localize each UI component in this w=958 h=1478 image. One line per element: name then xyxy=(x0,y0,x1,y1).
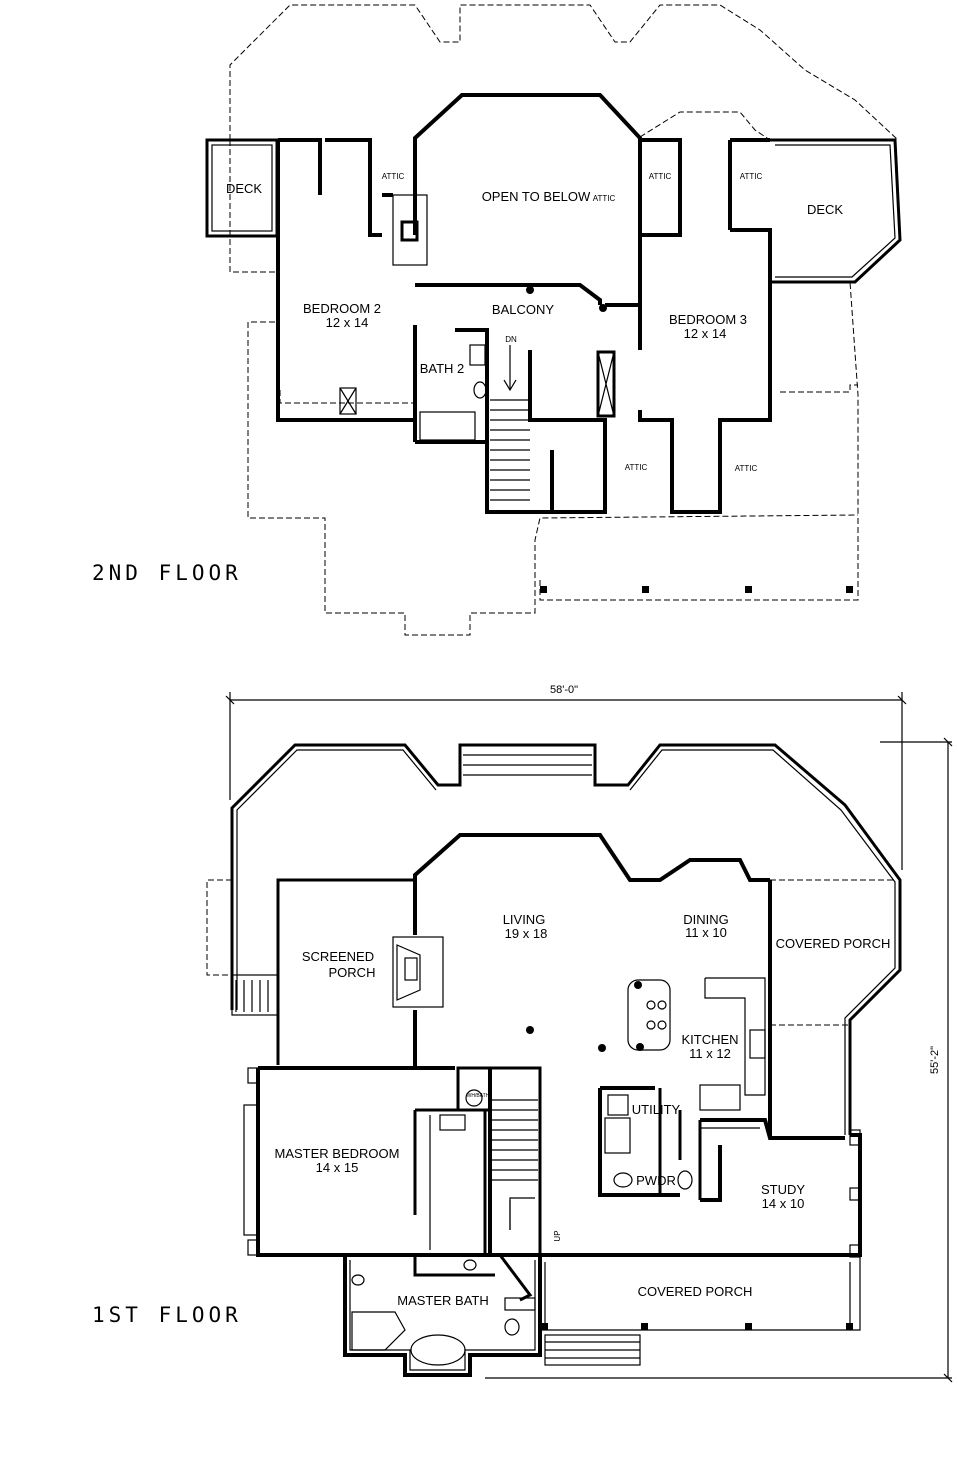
label-screened-porch-line1: SCREENED xyxy=(302,949,374,964)
label-attic-3: ATTIC xyxy=(649,172,672,181)
label-open-to-below: OPEN TO BELOW xyxy=(482,189,591,204)
label-deck-left: DECK xyxy=(226,181,262,196)
label-study-size: 14 x 10 xyxy=(762,1196,805,1211)
label-attic-4: ATTIC xyxy=(740,172,763,181)
label-whirlpool: WH/BATH xyxy=(467,1093,490,1099)
label-kitchen-name: KITCHEN xyxy=(681,1032,738,1047)
label-attic-1: ATTIC xyxy=(382,172,405,181)
label-bath2: BATH 2 xyxy=(420,361,465,376)
label-study-name: STUDY xyxy=(761,1182,805,1197)
label-covered-porch-right: COVERED PORCH xyxy=(776,936,891,951)
label-attic-5: ATTIC xyxy=(625,463,648,472)
label-dining-size: 11 x 10 xyxy=(685,925,727,940)
label-kitchen-size: 11 x 12 xyxy=(689,1046,731,1061)
label-screened-porch-line2: PORCH xyxy=(329,965,376,980)
label-deck-right: DECK xyxy=(807,202,843,217)
label-dining-name: DINING xyxy=(683,912,729,927)
label-attic-2: ATTIC xyxy=(593,194,616,203)
first-floor-plan xyxy=(206,692,953,1383)
label-master-bedroom-name: MASTER BEDROOM xyxy=(275,1146,400,1161)
label-dn: DN xyxy=(505,335,517,344)
second-floor-plan xyxy=(205,4,902,636)
label-bedroom3-name: BEDROOM 3 xyxy=(669,312,747,327)
label-bedroom2-size: 12 x 14 xyxy=(326,315,369,330)
label-bedroom2-name: BEDROOM 2 xyxy=(303,301,381,316)
label-master-bedroom-size: 14 x 15 xyxy=(316,1160,359,1175)
label-depth-dimension: 55'-2" xyxy=(929,1046,941,1074)
label-utility: UTILITY xyxy=(632,1102,681,1117)
label-width-dimension: 58'-0" xyxy=(550,684,578,696)
label-up: UP xyxy=(553,1230,562,1241)
label-first-floor-title: 1ST FLOOR xyxy=(92,1303,242,1327)
label-covered-porch-front: COVERED PORCH xyxy=(638,1284,753,1299)
label-balcony: BALCONY xyxy=(492,302,554,317)
label-pwdr: PWDR xyxy=(636,1173,676,1188)
label-attic-6: ATTIC xyxy=(735,464,758,473)
label-second-floor-title: 2ND FLOOR xyxy=(92,561,242,585)
label-master-bath: MASTER BATH xyxy=(397,1293,489,1308)
label-living-size: 19 x 18 xyxy=(505,926,548,941)
label-living-name: LIVING xyxy=(503,912,546,927)
label-bedroom3-size: 12 x 14 xyxy=(684,326,727,341)
